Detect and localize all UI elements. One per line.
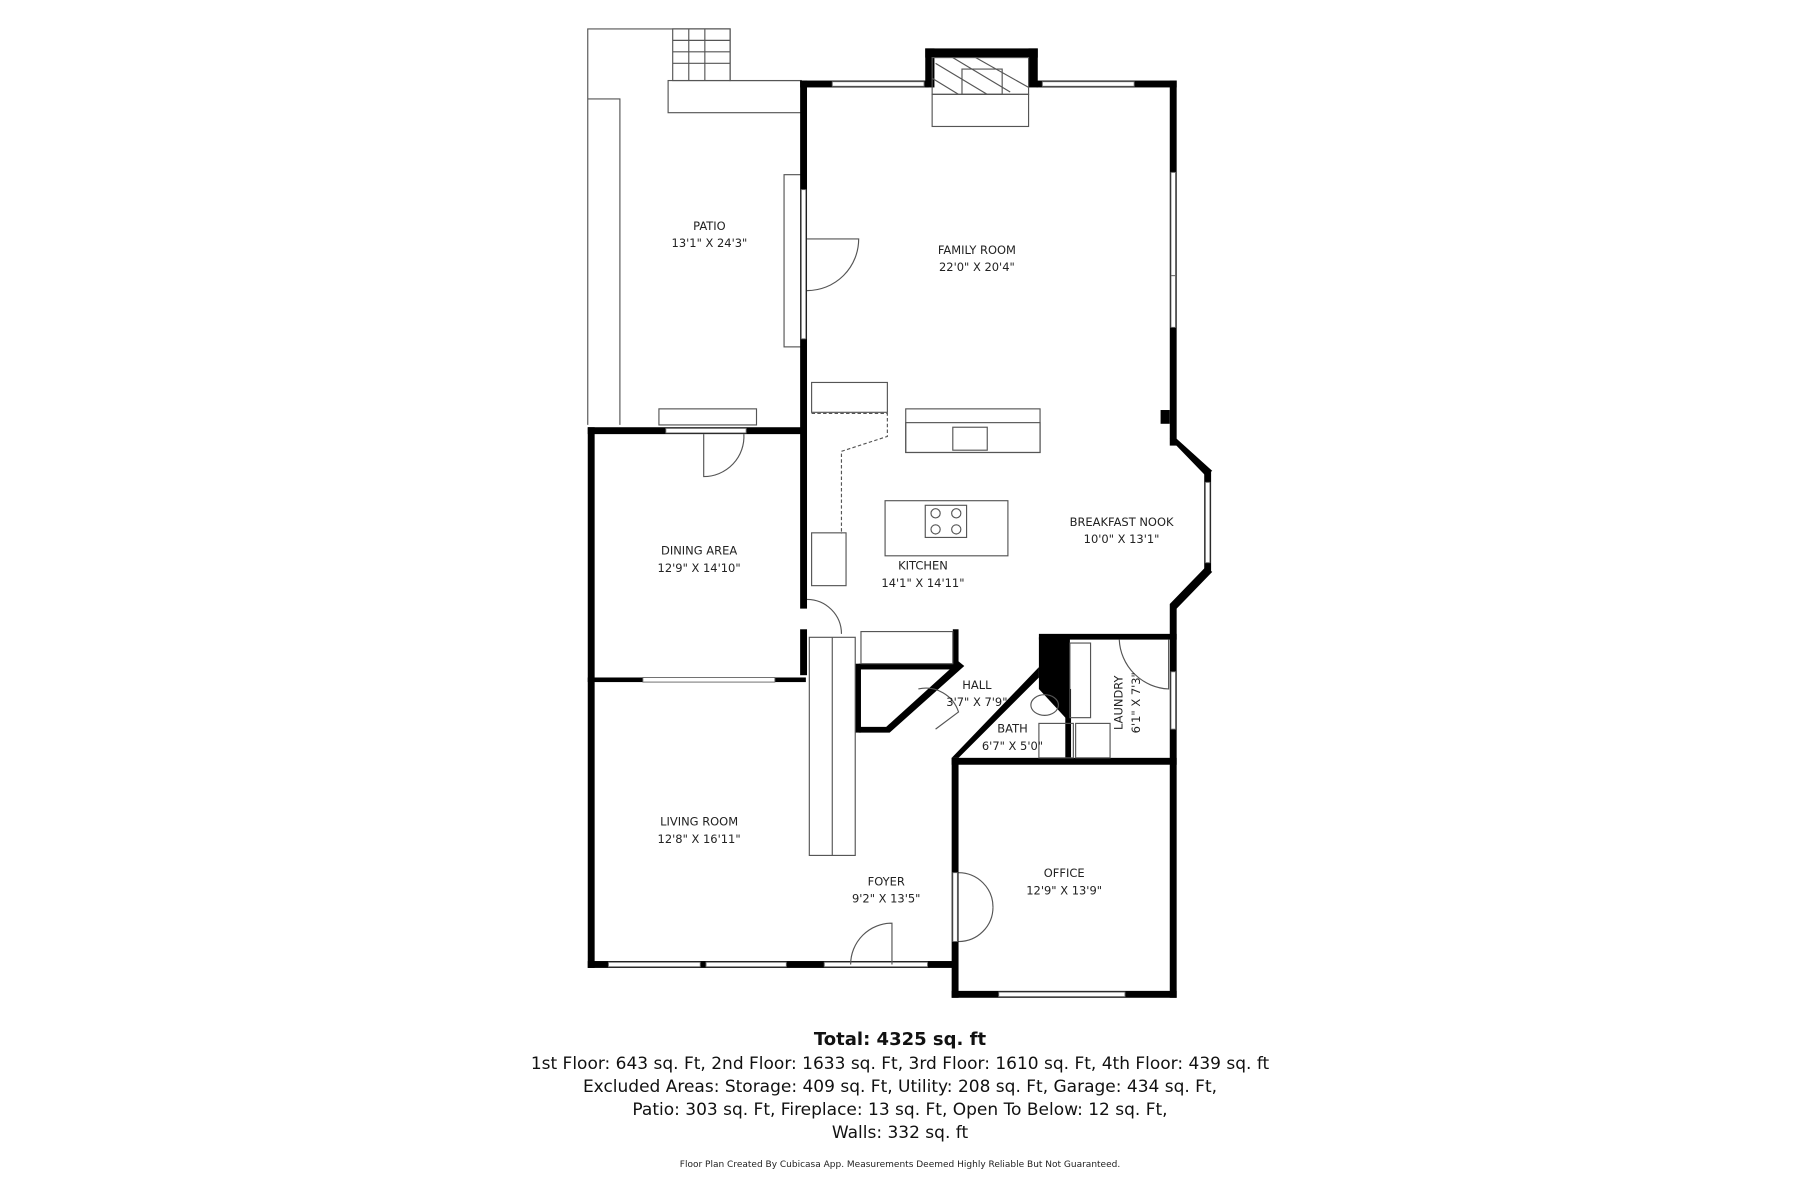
stairs xyxy=(808,636,856,856)
kitchen-fixtures xyxy=(811,381,1041,665)
disclaimer: Floor Plan Created By Cubicasa App. Meas… xyxy=(679,1160,1121,1170)
fireplace xyxy=(931,57,1030,128)
hall-label: HALL xyxy=(962,678,992,692)
doors xyxy=(703,238,1170,965)
floor-areas: 1st Floor: 643 sq. Ft, 2nd Floor: 1633 s… xyxy=(530,1054,1270,1074)
room-labels: PATIO 13'1" X 24'3" FAMILY ROOM 22'0" X … xyxy=(658,219,1174,906)
living-room-label: LIVING ROOM xyxy=(660,815,738,829)
patio-label: PATIO xyxy=(693,219,726,233)
walls-area: Walls: 332 sq. ft xyxy=(831,1123,969,1143)
living-room-dims: 12'8" X 16'11" xyxy=(658,832,741,846)
laundry-dims: 6'1" X 7'3" xyxy=(1129,672,1143,733)
hall-dims: 3'7" X 7'9" xyxy=(946,695,1007,709)
excluded-areas: Excluded Areas: Storage: 409 sq. Ft, Uti… xyxy=(582,1077,1218,1097)
kitchen-label: KITCHEN xyxy=(898,559,948,573)
excluded-areas-cont: Patio: 303 sq. Ft, Fireplace: 13 sq. Ft,… xyxy=(632,1100,1168,1120)
total-area: Total: 4325 sq. ft xyxy=(813,1029,987,1050)
breakfast-nook-dims: 10'0" X 13'1" xyxy=(1084,532,1160,546)
office-label: OFFICE xyxy=(1044,866,1085,880)
family-room-label: FAMILY ROOM xyxy=(938,243,1016,257)
windows xyxy=(607,81,1211,998)
patio-dims: 13'1" X 24'3" xyxy=(672,236,748,250)
family-room-dims: 22'0" X 20'4" xyxy=(939,260,1015,274)
kitchen-dims: 14'1" X 14'11" xyxy=(881,576,964,590)
dining-area-dims: 12'9" X 14'10" xyxy=(658,561,741,575)
bath-label: BATH xyxy=(997,722,1027,736)
dining-area-label: DINING AREA xyxy=(661,544,737,558)
bath-dims: 6'7" X 5'0" xyxy=(982,739,1043,753)
laundry-label: LAUNDRY xyxy=(1112,674,1126,730)
foyer-dims: 9'2" X 13'5" xyxy=(852,891,920,905)
office-dims: 12'9" X 13'9" xyxy=(1026,883,1102,897)
foyer-label: FOYER xyxy=(868,874,905,888)
breakfast-nook-label: BREAKFAST NOOK xyxy=(1070,515,1174,529)
